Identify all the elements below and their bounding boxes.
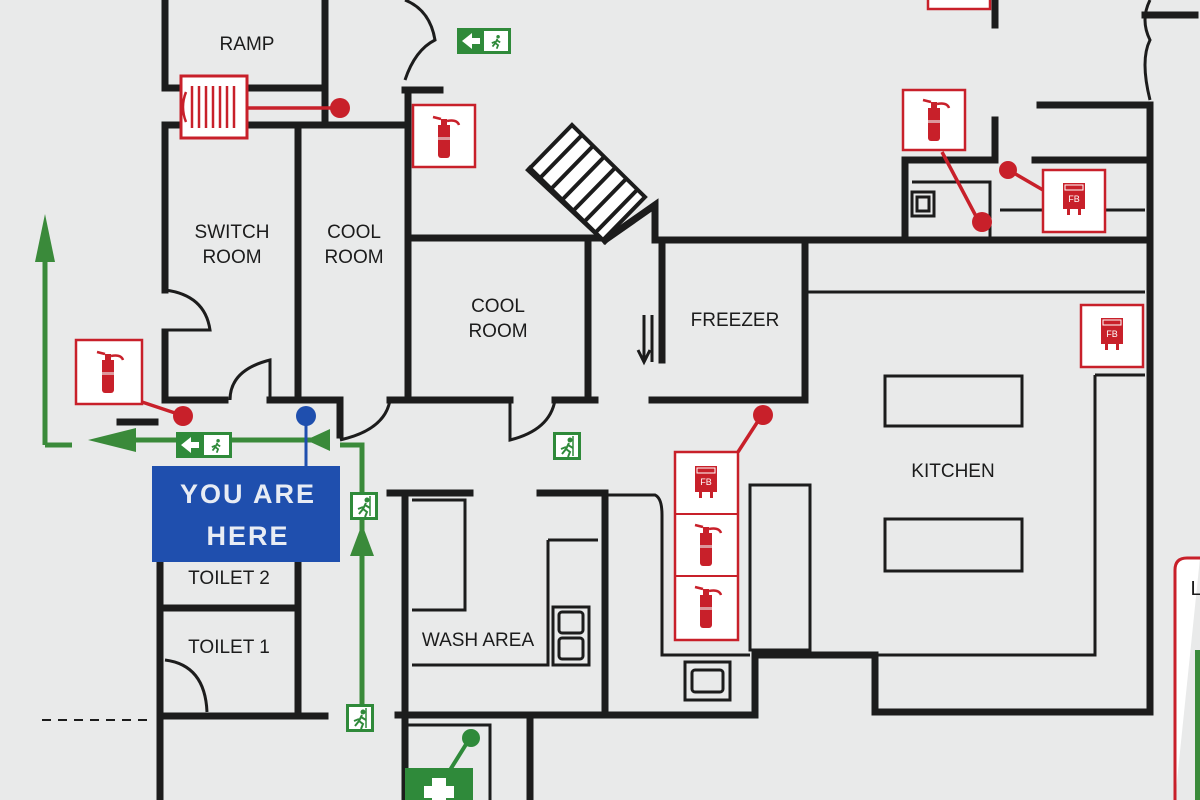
route-arrow-up-icon: [35, 214, 55, 262]
fire-blanket-code: FB: [1106, 329, 1118, 339]
you-are-here-line2: HERE: [206, 521, 289, 551]
sliding-door-arrow-icon: [636, 315, 652, 366]
route-arrow-left-icon: [306, 429, 330, 451]
exit-arrow-left-icon: [462, 33, 480, 49]
room-labels: RAMP SWITCH ROOM COOL ROOM COOL ROOM FRE…: [188, 34, 1200, 658]
fire-extinguisher-sign-partial: [926, 0, 992, 11]
emergency-exit-icon: [349, 491, 379, 521]
evacuation-route: [35, 214, 374, 705]
you-are-here-line1: YOU ARE: [180, 479, 316, 509]
route-arrow-up-icon: [350, 524, 374, 556]
fire-extinguisher-sign: [901, 88, 992, 232]
emergency-exit-icon: [345, 703, 375, 733]
fire-blanket-sign: FB: [999, 161, 1107, 234]
room-label-ramp: RAMP: [220, 34, 275, 55]
fire-blanket-code: FB: [1068, 194, 1080, 204]
stairs-icon: [527, 122, 648, 243]
room-label-toilet-1: TOILET 1: [188, 637, 270, 658]
legend-title-partial: L: [1190, 578, 1200, 600]
exit-arrow-left-icon: [181, 437, 199, 453]
room-label-cool-room-2-line2: ROOM: [468, 321, 527, 342]
room-label-cool-room-2-line1: COOL: [471, 296, 525, 317]
room-label-switch-room-line2: ROOM: [202, 247, 261, 268]
room-label-toilet-2: TOILET 2: [188, 568, 270, 589]
you-are-here-badge: [152, 466, 340, 562]
room-label-kitchen: KITCHEN: [911, 461, 994, 482]
fire-extinguisher-sign: [411, 103, 477, 169]
fire-extinguisher-sign: [74, 338, 193, 426]
route-arrow-left-icon: [88, 428, 136, 452]
you-are-here-marker: YOU ARE HERE: [152, 406, 340, 562]
fire-blanket-code: FB: [700, 477, 712, 487]
exit-sign-top: [457, 28, 511, 54]
room-label-cool-room-1-line1: COOL: [327, 222, 381, 243]
room-label-wash-area: WASH AREA: [422, 630, 535, 651]
fire-blanket-sign: FB: [1079, 303, 1145, 369]
walls: [42, 0, 1200, 800]
emergency-exit-icon: [552, 431, 582, 461]
exit-sign-corridor: [176, 432, 232, 458]
fire-hose-reel-icon: [179, 74, 350, 140]
fire-equipment-column: FB: [673, 405, 773, 642]
room-label-switch-room-line1: SWITCH: [195, 222, 270, 243]
room-label-freezer: FREEZER: [691, 310, 780, 331]
first-aid-icon: [405, 729, 480, 800]
room-label-cool-room-1-line2: ROOM: [324, 247, 383, 268]
